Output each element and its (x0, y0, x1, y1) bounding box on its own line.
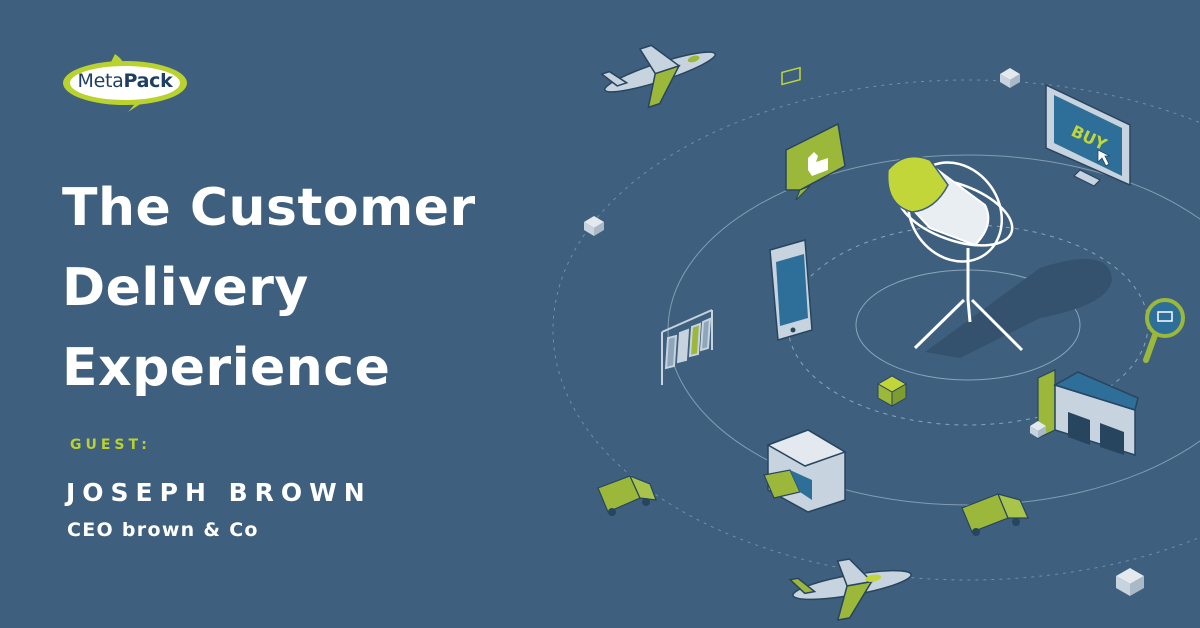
logo-text-regular: Meta (77, 70, 124, 92)
parcel-icon (584, 216, 604, 236)
airplane-icon (788, 558, 912, 621)
headline: The Customer Delivery Experience (62, 168, 476, 408)
logo-badge (63, 54, 187, 112)
guest-role: CEO brown & Co (67, 519, 259, 541)
guest-name: JOSEPH BROWN (66, 478, 372, 507)
smartphone-icon (769, 66, 813, 341)
headline-line-2: Delivery (62, 258, 309, 318)
logo-text-bold: Pack (123, 70, 173, 92)
parcel-icon (1116, 568, 1144, 596)
microphone-head (886, 155, 990, 247)
headline-line-3: Experience (62, 338, 391, 398)
guest-label: GUEST: (70, 437, 151, 453)
headline-line-1: The Customer (62, 178, 476, 238)
airplane-icon (600, 44, 716, 109)
logo-wordmark: MetaPack (60, 70, 190, 92)
parcel-icon (876, 375, 908, 407)
metapack-logo: MetaPack (60, 52, 190, 114)
monitor-icon: BUY (1045, 83, 1131, 187)
parcel-icon (1000, 68, 1020, 88)
delivery-truck-icon (961, 493, 1029, 536)
thumbs-up-icon (785, 122, 846, 201)
clothes-rack-icon (661, 309, 713, 385)
warehouse-icon (1037, 369, 1139, 457)
orbit-ring-outer (552, 79, 1200, 581)
storefront-icon (763, 429, 847, 513)
parcel-icon (1030, 421, 1046, 438)
magnifier-icon (1143, 298, 1185, 363)
delivery-truck-icon (597, 474, 657, 516)
microphone-shadow (925, 258, 1112, 358)
